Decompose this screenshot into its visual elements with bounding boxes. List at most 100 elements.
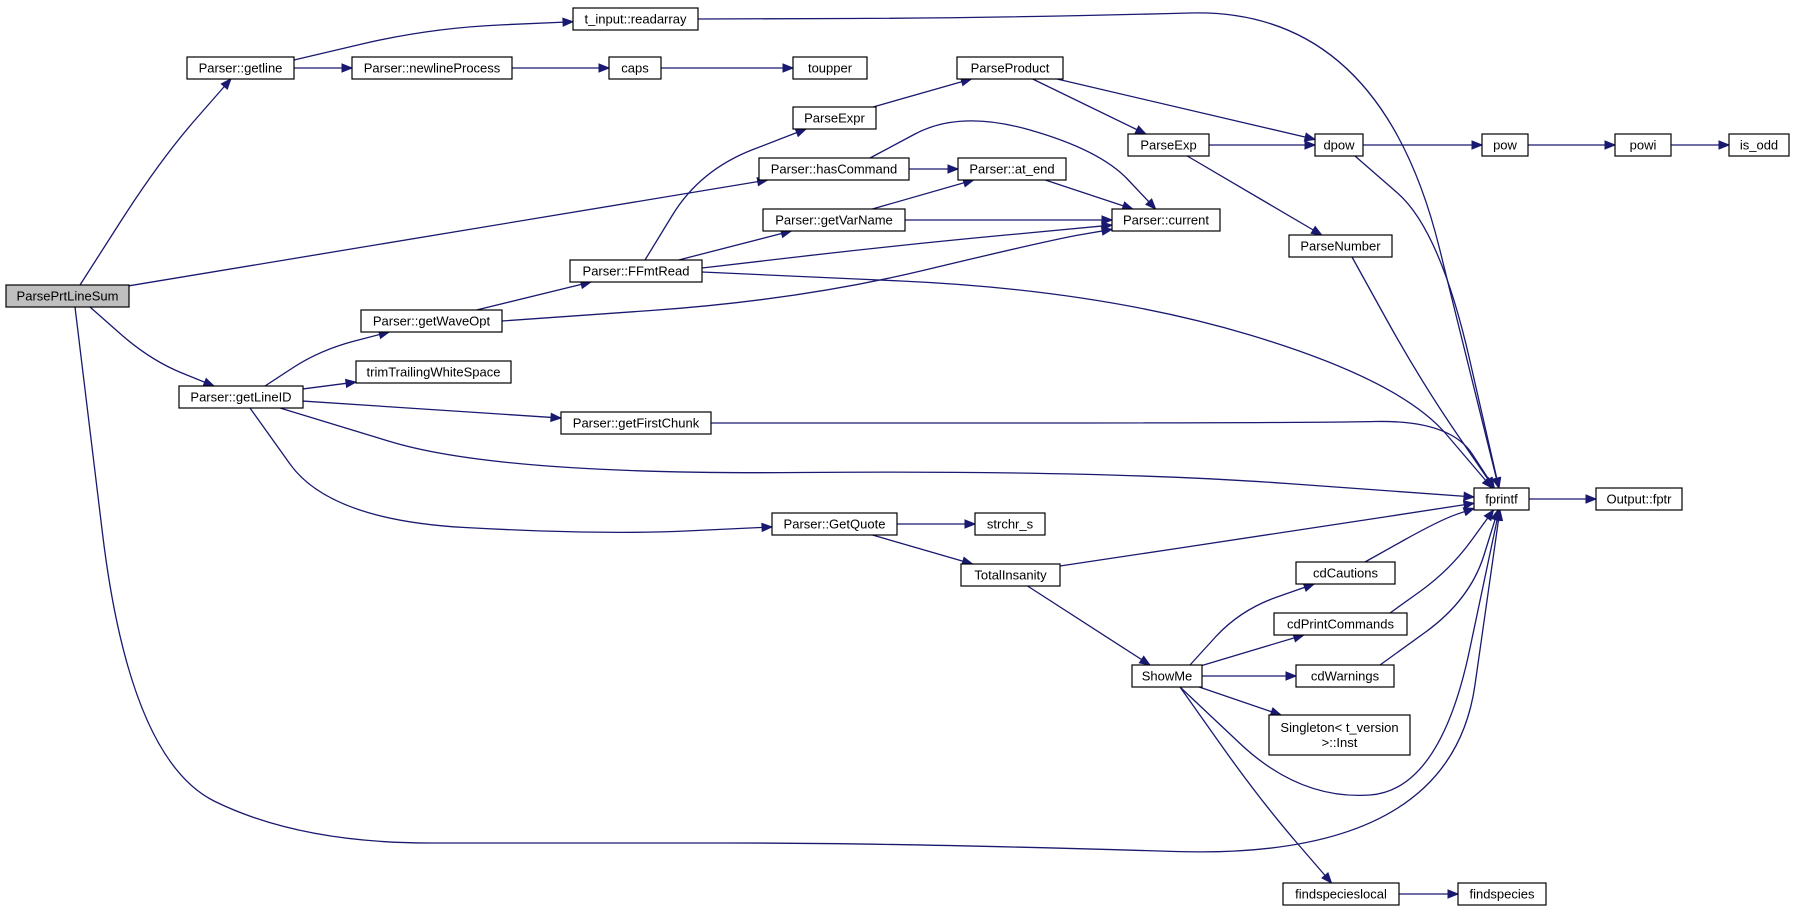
arrowhead-toupper	[782, 63, 795, 73]
edge-at_end-to-current	[1045, 179, 1133, 210]
node-cdWarnings[interactable]: cdWarnings	[1295, 664, 1395, 688]
node-box	[572, 7, 699, 31]
arrowhead-GetQuote	[761, 522, 774, 533]
node-box	[560, 411, 712, 435]
node-getWaveOpt[interactable]: Parser::getWaveOpt	[360, 309, 503, 333]
node-label: fprintf	[1485, 492, 1518, 507]
node-label: Parser::hasCommand	[771, 162, 897, 177]
node-ParseExpr[interactable]: ParseExpr	[792, 106, 877, 130]
arrowhead-ParseExpr	[794, 128, 808, 138]
node-label: Parser::getline	[199, 61, 283, 76]
node-ParseExp[interactable]: ParseExp	[1127, 133, 1210, 157]
node-box	[5, 284, 130, 308]
node-box	[1314, 133, 1364, 157]
arrowhead-ParseNumber	[1310, 225, 1323, 236]
node-box	[974, 512, 1046, 536]
edge-FFmtRead-to-ParseExpr	[644, 128, 807, 261]
node-getline[interactable]: Parser::getline	[186, 56, 295, 80]
arrowhead-at_end	[947, 164, 960, 174]
edge-ShowMe-to-findspecieslocal	[1179, 686, 1333, 884]
edge-getLineID-to-getFirstChunk	[302, 400, 562, 419]
node-label: is_odd	[1740, 138, 1778, 153]
node-GetQuote[interactable]: Parser::GetQuote	[771, 512, 898, 536]
node-getVarName[interactable]: Parser::getVarName	[762, 208, 906, 232]
node-box	[1614, 133, 1672, 157]
node-label: cdWarnings	[1311, 669, 1380, 684]
node-label: Parser::at_end	[969, 162, 1054, 177]
node-is_odd[interactable]: is_odd	[1728, 133, 1790, 157]
node-label: caps	[621, 61, 649, 76]
edge-getFirstChunk-to-fprintf	[711, 420, 1495, 489]
edge-ParseProduct-to-dpow	[1056, 78, 1316, 141]
node-cdCautions[interactable]: cdCautions	[1295, 561, 1396, 585]
node-caps[interactable]: caps	[608, 56, 662, 80]
node-dpow[interactable]: dpow	[1314, 133, 1364, 157]
arrowhead-getFirstChunk	[550, 412, 563, 423]
edge-ParseNumber-to-fprintf	[1351, 256, 1495, 489]
arrowhead-powi	[1604, 140, 1617, 150]
node-ParseProduct[interactable]: ParseProduct	[956, 56, 1064, 80]
edge-getline-to-readarray	[293, 21, 574, 61]
node-box	[569, 259, 703, 283]
edge-ShowMe-to-cdPrintCommands	[1201, 634, 1304, 667]
node-SingletonInst[interactable]: Singleton< t_version >::Inst	[1268, 714, 1411, 756]
node-fptr[interactable]: Output::fptr	[1595, 487, 1683, 511]
node-label: cdCautions	[1313, 566, 1379, 581]
node-label: ParseNumber	[1300, 239, 1381, 254]
arrowhead-dpow	[1303, 132, 1317, 142]
node-box	[1473, 487, 1530, 511]
node-box	[960, 563, 1061, 587]
node-box	[957, 157, 1067, 181]
node-findspecies[interactable]: findspecies	[1457, 882, 1547, 906]
node-trimTrailingWhiteSpace[interactable]: trimTrailingWhiteSpace	[355, 360, 512, 384]
node-label: TotalInsanity	[974, 568, 1047, 583]
node-ShowMe[interactable]: ShowMe	[1131, 664, 1203, 688]
node-FFmtRead[interactable]: Parser::FFmtRead	[569, 259, 703, 283]
arrowhead-pow	[1471, 140, 1484, 150]
node-getFirstChunk[interactable]: Parser::getFirstChunk	[560, 411, 712, 435]
arrowhead-fprintf	[1492, 476, 1502, 490]
node-label: Parser::getVarName	[775, 213, 893, 228]
node-label: Parser::FFmtRead	[583, 264, 690, 279]
node-label: Parser::getFirstChunk	[573, 416, 700, 431]
node-ParsePrtLineSum[interactable]: ParsePrtLineSum	[5, 284, 130, 308]
node-powi[interactable]: powi	[1614, 133, 1672, 157]
node-label: Parser::getLineID	[190, 390, 291, 405]
node-label: >::Inst	[1322, 735, 1358, 750]
node-label: Output::fptr	[1606, 492, 1672, 507]
arrowhead-getLineID	[202, 377, 216, 387]
node-ParseNumber[interactable]: ParseNumber	[1288, 234, 1393, 258]
node-pow[interactable]: pow	[1481, 133, 1529, 157]
node-box	[186, 56, 295, 80]
node-findspecieslocal[interactable]: findspecieslocal	[1282, 882, 1400, 906]
node-hasCommand[interactable]: Parser::hasCommand	[758, 157, 910, 181]
node-cdPrintCommands[interactable]: cdPrintCommands	[1273, 612, 1408, 636]
arrowhead-fprintf	[1490, 508, 1500, 522]
node-getLineID[interactable]: Parser::getLineID	[178, 385, 304, 409]
arrowhead-ShowMe	[1138, 655, 1152, 666]
node-box	[1481, 133, 1529, 157]
node-label: t_input::readarray	[585, 12, 687, 27]
node-fprintf[interactable]: fprintf	[1473, 487, 1530, 511]
node-newlineProcess[interactable]: Parser::newlineProcess	[351, 56, 513, 80]
arrowhead-cdCautions	[1302, 583, 1316, 592]
node-at_end[interactable]: Parser::at_end	[957, 157, 1067, 181]
edge-dpow-to-fprintf	[1353, 155, 1500, 489]
node-label: findspecieslocal	[1295, 887, 1387, 902]
edge-ShowMe-to-cdCautions	[1189, 583, 1315, 666]
arrowhead-fptr	[1585, 494, 1598, 504]
node-box	[1268, 714, 1411, 756]
node-strchr_s[interactable]: strchr_s	[974, 512, 1046, 536]
node-current[interactable]: Parser::current	[1111, 208, 1221, 232]
edge-getWaveOpt-to-FFmtRead	[476, 281, 592, 311]
node-box	[360, 309, 503, 333]
node-readarray[interactable]: t_input::readarray	[572, 7, 699, 31]
nodes-layer: ParsePrtLineSum Parser::getline t_input::r…	[5, 7, 1790, 906]
node-toupper[interactable]: toupper	[792, 56, 868, 80]
edge-ParseProduct-to-ParseExp	[1032, 78, 1147, 135]
node-box	[956, 56, 1064, 80]
arrowhead-findspecies	[1447, 889, 1460, 899]
node-TotalInsanity[interactable]: TotalInsanity	[960, 563, 1061, 587]
edge-hasCommand-to-current	[869, 120, 1157, 210]
